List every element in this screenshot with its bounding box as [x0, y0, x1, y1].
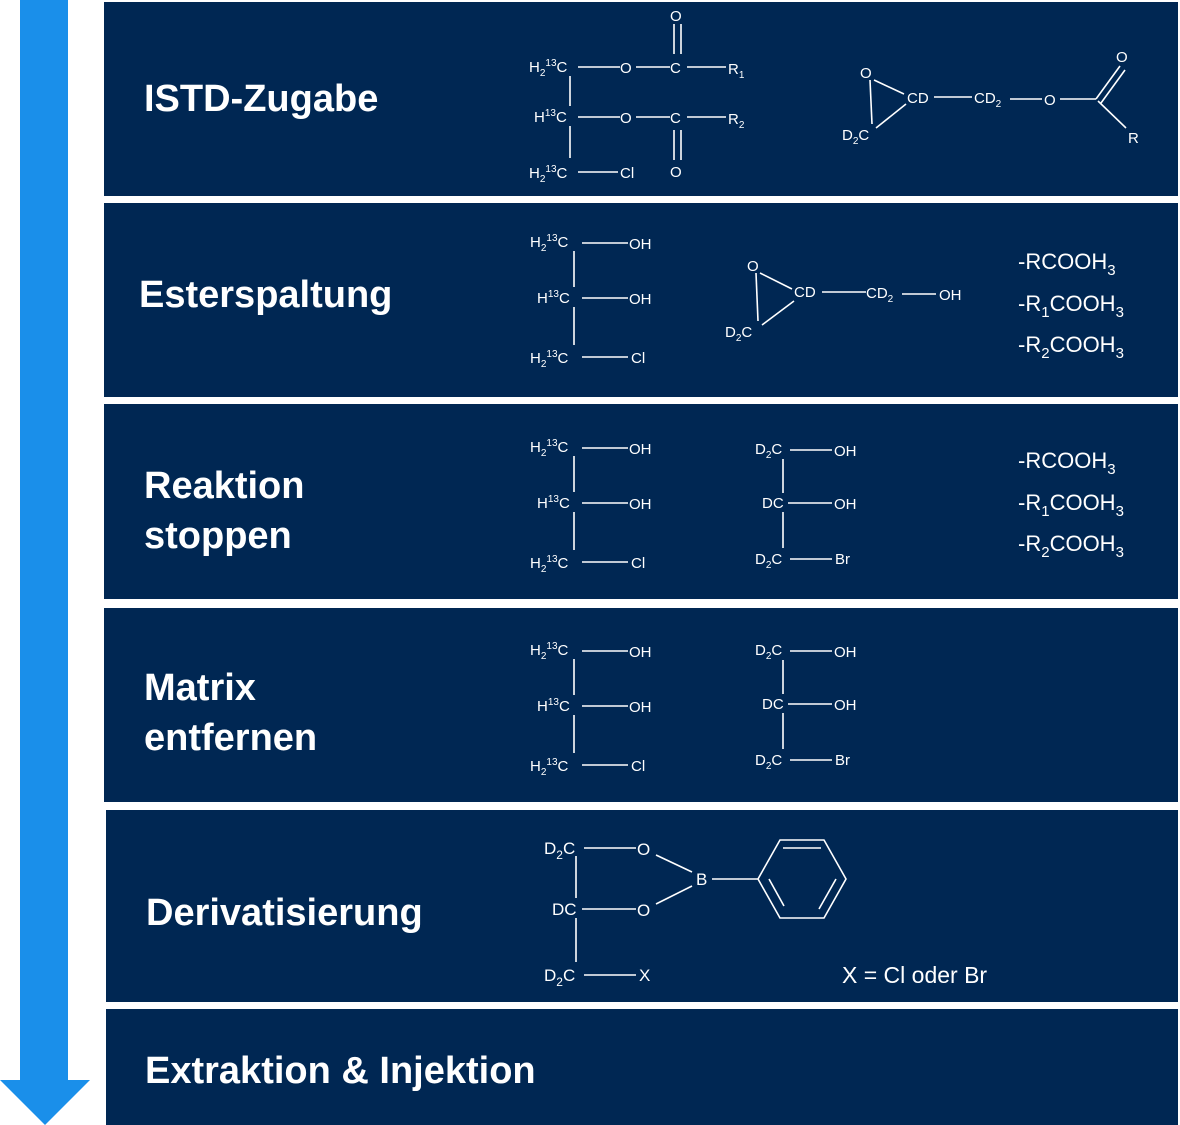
svg-text:-RCOOH3: -RCOOH3	[1018, 249, 1116, 279]
svg-text:Cl: Cl	[631, 350, 645, 367]
svg-text:O: O	[747, 258, 759, 275]
svg-text:CD: CD	[907, 90, 929, 107]
structure-diols-glycidol: H213C OH H13C OH H213C Cl O D2C CD CD2 O…	[530, 233, 1124, 370]
svg-text:D2C: D2C	[544, 839, 575, 862]
svg-text:O: O	[1044, 92, 1056, 109]
svg-text:R: R	[1128, 130, 1139, 147]
step-label: Esterspaltung	[139, 274, 393, 316]
svg-text:Cl: Cl	[631, 555, 645, 572]
svg-text:H13C: H13C	[534, 108, 567, 126]
svg-text:OH: OH	[629, 291, 652, 308]
svg-text:H13C: H13C	[537, 289, 570, 307]
step-label: Derivatisierung	[146, 892, 423, 934]
svg-text:H213C: H213C	[530, 554, 569, 575]
down-arrow-icon	[0, 0, 90, 1125]
svg-text:OH: OH	[834, 496, 857, 513]
svg-text:D2C: D2C	[544, 966, 575, 989]
svg-text:-RCOOH3: -RCOOH3	[1018, 448, 1116, 478]
svg-text:CD2: CD2	[866, 285, 894, 305]
step-label: ISTD-Zugabe	[144, 78, 379, 120]
svg-text:B: B	[696, 870, 707, 889]
svg-text:O: O	[637, 840, 650, 859]
step-extraktion-injektion: Extraktion & Injektion	[106, 1009, 1178, 1125]
svg-text:C: C	[670, 110, 681, 127]
svg-text:H213C: H213C	[529, 164, 568, 185]
svg-text:DC: DC	[762, 495, 784, 512]
svg-text:O: O	[620, 60, 632, 77]
svg-text:H213C: H213C	[530, 349, 569, 370]
svg-text:O: O	[670, 164, 682, 181]
svg-text:Br: Br	[835, 752, 850, 769]
step-label: Matrix	[144, 667, 256, 709]
svg-text:R1: R1	[728, 61, 745, 81]
step-esterspaltung: Esterspaltung H213C OH H13C OH H213C Cl …	[104, 203, 1178, 397]
step-label: entfernen	[144, 717, 318, 759]
svg-text:D2C: D2C	[755, 642, 782, 662]
svg-text:Br: Br	[835, 551, 850, 568]
byproduct-notes: -RCOOH3 -R1COOH3 -R2COOH3	[1018, 448, 1124, 561]
step-label: stoppen	[144, 515, 292, 557]
structure-diols-bromo: H213C OH H13C OH H213C Cl D2C OH DC OH D…	[530, 641, 857, 778]
svg-text:OH: OH	[629, 699, 652, 716]
svg-text:O: O	[860, 65, 872, 82]
svg-text:DC: DC	[762, 696, 784, 713]
structure-istd-esters: H213C O C R1 O H13C O C R2 O H213C Cl O …	[529, 8, 1139, 185]
svg-text:-R2COOH3: -R2COOH3	[1018, 531, 1124, 561]
svg-text:O: O	[620, 110, 632, 127]
svg-text:H13C: H13C	[537, 494, 570, 512]
svg-text:H13C: H13C	[537, 697, 570, 715]
step-label: Extraktion & Injektion	[145, 1050, 536, 1092]
svg-text:OH: OH	[834, 644, 857, 661]
svg-text:X: X	[639, 966, 650, 985]
svg-text:Cl: Cl	[631, 758, 645, 775]
svg-text:D2C: D2C	[842, 127, 869, 147]
svg-text:R2: R2	[728, 111, 745, 131]
step-reaktion-stoppen: Reaktion stoppen H213C OH H13C OH H213C …	[104, 404, 1178, 599]
structure-boronic-ester: D2C O DC O D2C X B X = Cl oder Br	[544, 839, 987, 989]
svg-text:OH: OH	[629, 496, 652, 513]
svg-text:O: O	[637, 901, 650, 920]
step-label: Reaktion	[144, 465, 305, 507]
step-matrix-entfernen: Matrix entfernen H213C OH H13C OH H213C …	[104, 608, 1178, 802]
svg-text:Cl: Cl	[620, 165, 634, 182]
svg-text:CD: CD	[794, 284, 816, 301]
svg-text:-R1COOH3: -R1COOH3	[1018, 291, 1124, 321]
svg-text:-R1COOH3: -R1COOH3	[1018, 490, 1124, 520]
svg-text:O: O	[1116, 49, 1128, 66]
byproduct-notes: -RCOOH3 -R1COOH3 -R2COOH3	[1018, 249, 1124, 362]
step-istd-zugabe: ISTD-Zugabe H213C O C R1 O H13C O C R2 O…	[104, 2, 1178, 196]
x-note: X = Cl oder Br	[842, 962, 987, 988]
svg-text:D2C: D2C	[755, 551, 782, 571]
step-derivatisierung: Derivatisierung D2C O DC O D2C X B X = C…	[106, 810, 1178, 1002]
svg-text:H213C: H213C	[529, 58, 568, 79]
structure-diols-bromo: H213C OH H13C OH H213C Cl D2C OH DC OH D…	[530, 438, 1124, 575]
svg-text:OH: OH	[834, 697, 857, 714]
svg-text:H213C: H213C	[530, 233, 569, 254]
svg-text:H213C: H213C	[530, 641, 569, 662]
svg-text:D2C: D2C	[755, 752, 782, 772]
svg-text:O: O	[670, 8, 682, 25]
svg-text:-R2COOH3: -R2COOH3	[1018, 332, 1124, 362]
svg-text:DC: DC	[552, 900, 577, 919]
svg-text:D2C: D2C	[725, 324, 752, 344]
svg-text:OH: OH	[629, 644, 652, 661]
svg-text:C: C	[670, 60, 681, 77]
svg-text:OH: OH	[629, 236, 652, 253]
svg-text:H213C: H213C	[530, 438, 569, 459]
svg-text:CD2: CD2	[974, 90, 1002, 110]
svg-text:H213C: H213C	[530, 757, 569, 778]
svg-text:OH: OH	[834, 443, 857, 460]
svg-text:D2C: D2C	[755, 441, 782, 461]
svg-text:OH: OH	[629, 441, 652, 458]
svg-text:OH: OH	[939, 287, 962, 304]
